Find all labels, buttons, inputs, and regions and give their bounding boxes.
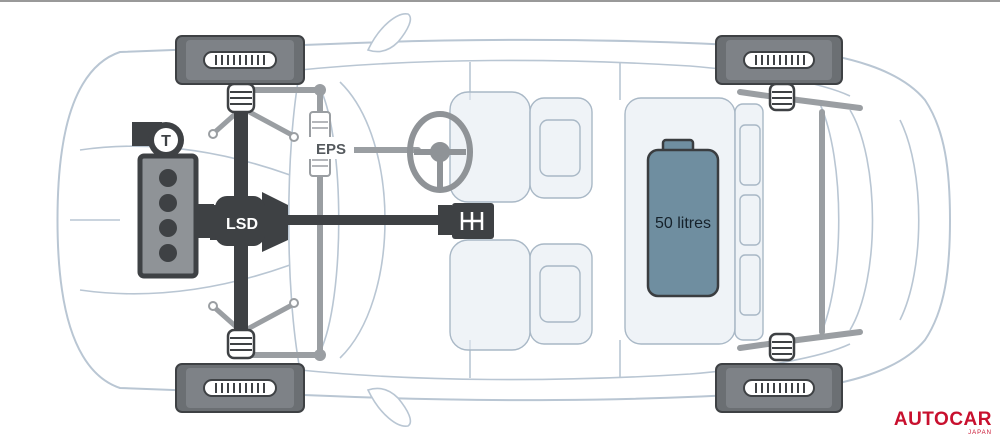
wheel-rear-right	[715, 363, 843, 413]
eps-unit: EPS	[308, 111, 354, 177]
steering-wheel-icon	[407, 111, 473, 193]
front-spring-right	[226, 328, 256, 360]
lsd-label: LSD	[226, 216, 258, 233]
wishbone-bushes	[208, 129, 299, 311]
turbo-label: T	[161, 133, 171, 150]
front-seat-right	[449, 239, 593, 351]
engine-block	[137, 153, 214, 279]
wheel-front-left	[175, 35, 305, 85]
rear-spring-right	[768, 332, 796, 362]
eps-label: EPS	[316, 141, 346, 158]
steering-joints	[314, 84, 326, 361]
fuel-tank-label: 50 litres	[655, 215, 711, 232]
rear-spring-left	[768, 82, 796, 112]
fuel-tank: 50 litres	[646, 138, 720, 298]
wheel-rear-left	[715, 35, 843, 85]
autocar-logo: AUTOCAR JAPAN	[894, 410, 992, 436]
turbo-icon: T	[132, 122, 184, 158]
wheel-front-right	[175, 363, 305, 413]
gear-selector-icon	[460, 212, 484, 230]
mirror-left	[366, 13, 412, 53]
front-spring-left	[226, 82, 256, 114]
drivetrain	[210, 82, 494, 354]
front-seat-left	[449, 91, 593, 203]
brand-region: JAPAN	[968, 430, 992, 436]
brand-name: AUTOCAR	[893, 409, 992, 430]
mirror-right	[366, 387, 412, 427]
